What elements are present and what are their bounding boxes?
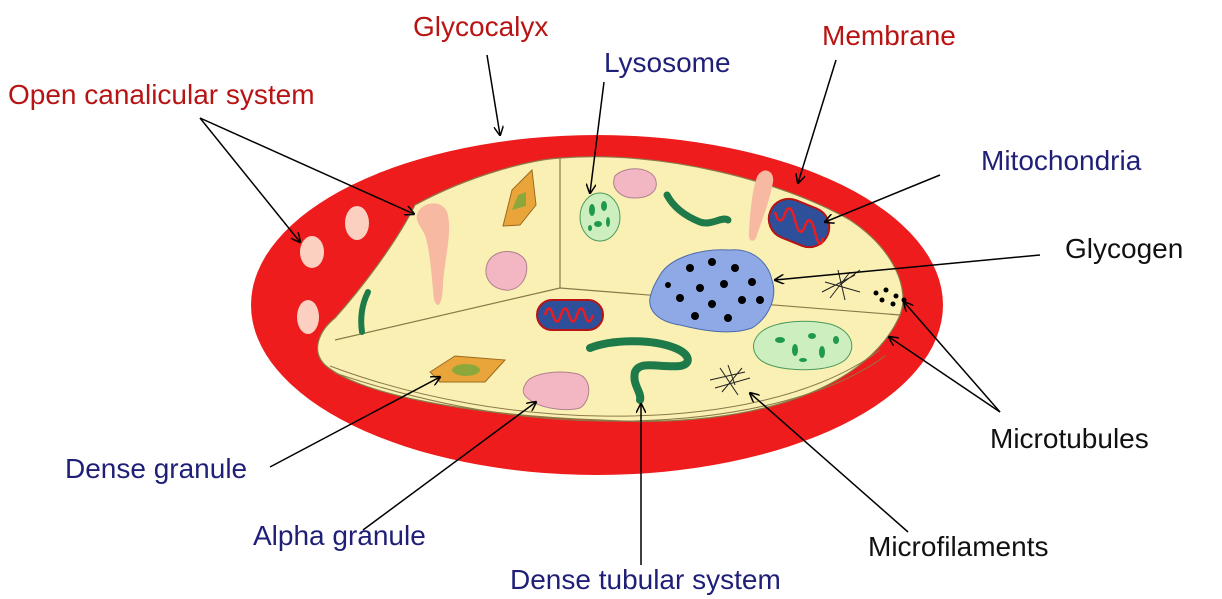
label-microtubules: Microtubules (990, 425, 1149, 453)
label-alpha-granule: Alpha granule (253, 522, 426, 550)
arrow-glycocalyx (487, 55, 500, 135)
canalicular-opening (297, 300, 319, 334)
label-dense-tubular-system: Dense tubular system (510, 566, 781, 594)
dense-granule-core (452, 364, 480, 376)
arrow-open-canalicular-2 (200, 118, 414, 214)
alpha-granule (486, 252, 527, 291)
label-membrane: Membrane (822, 22, 956, 50)
canalicular-opening (300, 236, 324, 268)
label-dense-granule: Dense granule (65, 455, 247, 483)
lysosome (580, 193, 620, 241)
label-glycocalyx: Glycocalyx (413, 13, 548, 41)
arrow-membrane (798, 60, 836, 183)
canalicular-opening (345, 206, 369, 240)
alpha-granule (614, 169, 657, 198)
label-glycogen: Glycogen (1065, 235, 1183, 263)
label-microfilaments: Microfilaments (868, 533, 1048, 561)
label-lysosome: Lysosome (604, 49, 731, 77)
arrow-open-canalicular-1 (200, 118, 300, 242)
mitochondrion (537, 300, 603, 330)
label-open-canalicular-system: Open canalicular system (8, 81, 315, 109)
lysosome (754, 321, 852, 369)
label-mitochondria: Mitochondria (981, 147, 1141, 175)
